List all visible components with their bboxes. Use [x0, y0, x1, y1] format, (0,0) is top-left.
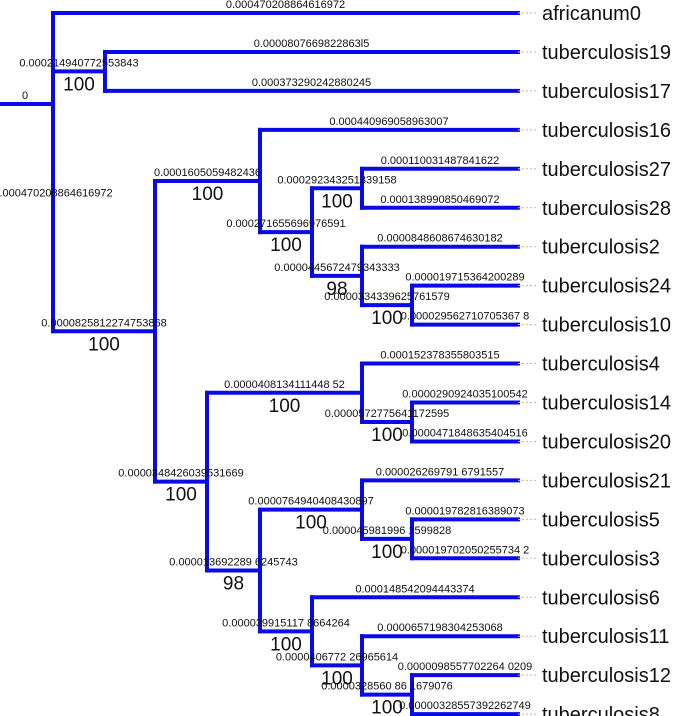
branch-length-tuberculosis2: 0.0000848608674630182 — [377, 233, 502, 245]
branch-length-tuberculosis20: 0.0000471848635404516 — [402, 427, 527, 439]
leaf-label-tuberculosis4: tuberculosis4 — [542, 354, 660, 376]
leaf-label-tuberculosis21: tuberculosis21 — [542, 470, 671, 492]
leaf-label-tuberculosis28: tuberculosis28 — [542, 198, 671, 220]
branch-length-n4: 0.0001605059482436 — [154, 167, 261, 179]
branch-length-n7: 0.0000445672479343333 — [274, 262, 399, 274]
leaf-label-tuberculosis6: tuberculosis6 — [542, 587, 660, 609]
support-n3: 100 — [88, 334, 120, 355]
branch-length-tuberculosis24: 0.000019715364200289 — [405, 272, 524, 284]
branch-length-tuberculosis16: 0.000440969058963007 — [329, 116, 448, 128]
branch-length-n8: 0.0000334339625761579 — [324, 291, 449, 303]
branch-length-tuberculosis27: 0.000110031487841622 — [381, 155, 499, 167]
support-n10: 100 — [269, 396, 301, 417]
leaf-label-tuberculosis19: tuberculosis19 — [542, 42, 671, 64]
support-n12: 98 — [223, 573, 244, 594]
branch-length-tuberculosis14: 0.0000290924035100542 — [402, 389, 527, 401]
leaf-label-tuberculosis12: tuberculosis12 — [542, 665, 671, 687]
leaf-label-tuberculosis20: tuberculosis20 — [542, 431, 671, 453]
support-n13: 100 — [295, 513, 327, 534]
branch-length-tuberculosis3: 0.000019702050255734 2 — [401, 544, 529, 556]
leaf-label-tuberculosis3: tuberculosis3 — [542, 548, 660, 570]
support-n16: 100 — [321, 668, 353, 689]
branch-length-tuberculosis19: 0.0000807669822863l5 — [254, 38, 370, 50]
branch-length-tuberculosis28: 0.000138990850469072 — [380, 194, 499, 206]
branch-length-tuberculosis12: 0.0000098557702264 0209 — [398, 661, 533, 673]
leaf-label-tuberculosis16: tuberculosis16 — [542, 120, 671, 142]
support-n4: 100 — [192, 184, 224, 205]
leaf-label-africanum0: africanum0 — [542, 3, 641, 25]
branch-length-n16: 0.0000406772 26965614 — [276, 651, 398, 663]
branch-length-n2: 0.000214940772553843 — [19, 57, 138, 69]
branch-length-n10: 0.0000408134111448 52 — [224, 379, 345, 391]
branch-length-tuberculosis6: 0.000148542094443374 — [355, 583, 474, 595]
branch-length-tuberculosis21: 0.000026269791 6791557 — [376, 466, 504, 478]
leaf-label-tuberculosis27: tuberculosis27 — [542, 159, 671, 181]
leaf-label-tuberculosis14: tuberculosis14 — [542, 393, 671, 415]
support-n7: 98 — [326, 279, 347, 300]
support-n14: 100 — [371, 542, 403, 563]
branch-length-n1: 0.000470208864616972 — [0, 187, 113, 199]
branch-length-n11: 0.0000572775641172595 — [325, 408, 450, 420]
support-n11: 100 — [371, 425, 403, 446]
leaf-label-tuberculosis10: tuberculosis10 — [542, 315, 671, 337]
leaf-label-tuberculosis2: tuberculosis2 — [542, 237, 660, 259]
support-n5: 100 — [270, 235, 302, 256]
support-n8: 100 — [371, 308, 403, 329]
leaf-label-tuberculosis24: tuberculosis24 — [542, 276, 671, 298]
branch-length-n5: 0.000271655696976591 — [226, 218, 345, 230]
branch-length-n13: 0.0000764940408430897 — [248, 496, 373, 508]
root-branch-length: 0 — [22, 90, 28, 102]
branch-length-tuberculosis8: 0.00000328557392262749 — [399, 700, 531, 712]
branch-length-n14: 0.000045981996 1599828 — [323, 525, 451, 537]
leaf-label-tuberculosis11: tuberculosis11 — [542, 626, 669, 648]
branch-length-tuberculosis5: 0.000019782816389073 — [405, 505, 524, 517]
leaf-label-tuberculosis8: tuberculosis8 — [542, 704, 660, 716]
branch-length-tuberculosis17: 0.000373290242880245 — [252, 77, 371, 89]
support-n2: 100 — [63, 74, 95, 95]
branch-length-tuberculosis4: 0.000152378355803515 — [380, 350, 499, 362]
support-n9: 100 — [165, 485, 197, 506]
branch-length-tuberculosis11: 0.0000657198304253068 — [377, 622, 502, 634]
branch-length-n15: 0.000039915117 8664264 — [222, 617, 350, 629]
branch-length-n3: 0.0000825812274753868 — [41, 317, 166, 329]
support-n6: 100 — [321, 191, 353, 212]
branch-length-n9: 0.0000348426039531669 — [118, 468, 243, 480]
branch-length-n6: 0.000292343251339158 — [277, 174, 396, 186]
branch-length-n17: 0.0000328560 86 1679076 — [321, 681, 453, 693]
support-n15: 100 — [270, 634, 302, 655]
branch-length-africanum0: 0.000470208864616972 — [226, 0, 345, 11]
branch-length-n12: 0.000013692289 6245743 — [169, 556, 297, 568]
leaf-label-tuberculosis17: tuberculosis17 — [542, 81, 671, 103]
leaf-label-tuberculosis5: tuberculosis5 — [542, 509, 660, 531]
branch-length-tuberculosis10: 0.000029562710705367 8 — [401, 311, 529, 323]
support-n17: 100 — [371, 698, 403, 716]
